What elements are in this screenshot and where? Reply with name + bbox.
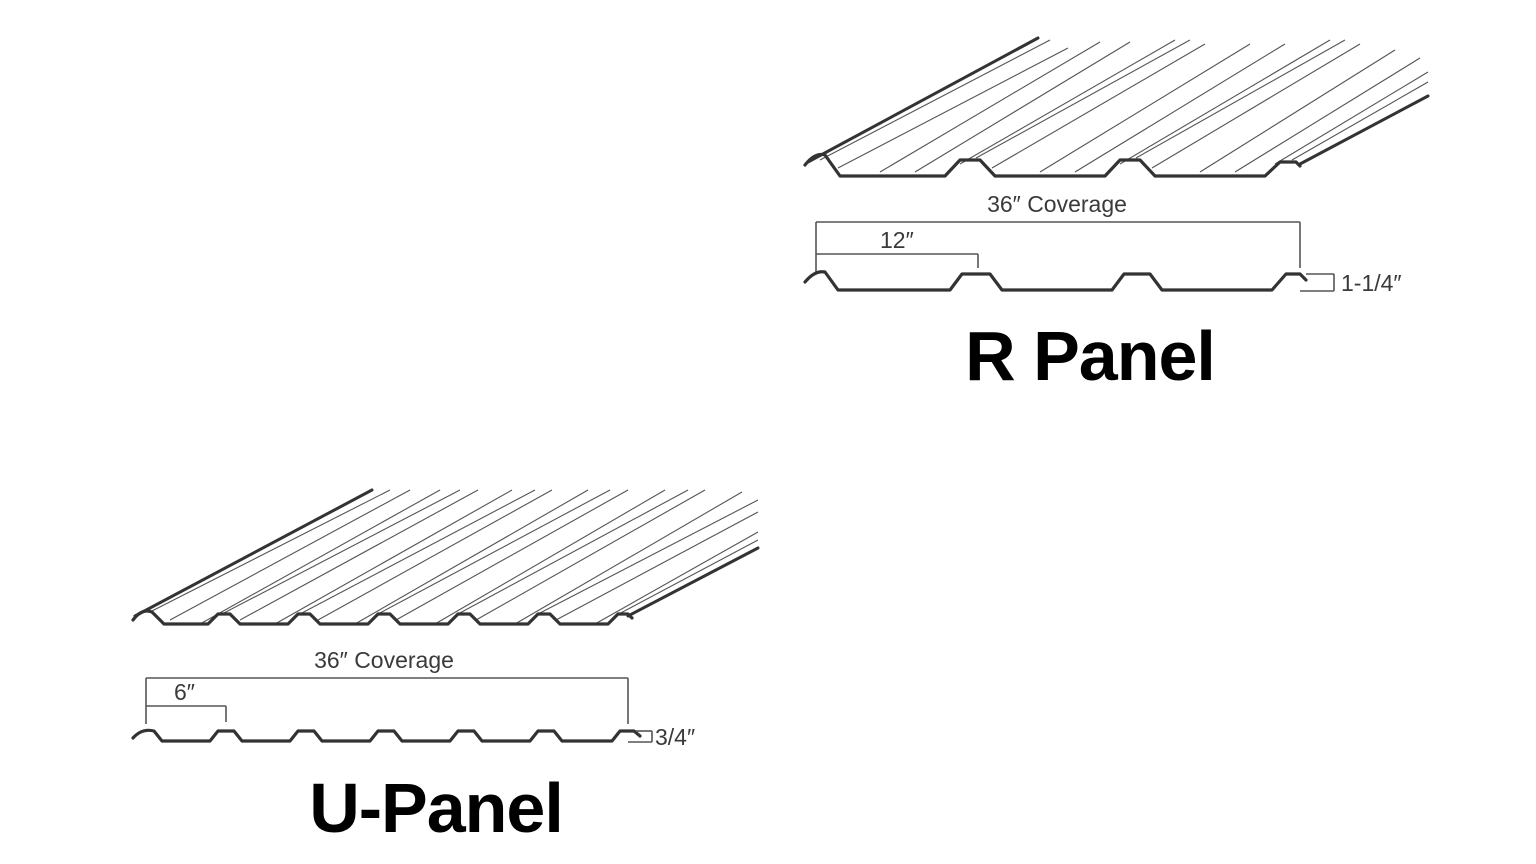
u-panel-rib-line: [614, 539, 759, 617]
r-panel-rib-height-label: 1-1/4″: [1341, 270, 1402, 296]
r-panel-rib-line: [914, 41, 1131, 173]
u-panel-rib-line: [457, 489, 689, 615]
r-panel-isometric-view: [803, 36, 1430, 178]
r-panel-rib-line: [991, 43, 1206, 169]
u-panel-rib-line: [377, 489, 611, 615]
u-panel-rib-line: [594, 531, 759, 625]
u-panel-rib-line: [395, 489, 629, 621]
r-panel-title: R Panel: [965, 317, 1215, 395]
r-panel-rib-line: [959, 39, 1176, 165]
r-panel-rib-spacing-label: 12″: [880, 227, 914, 253]
u-panel-coverage-dimension: [145, 677, 629, 724]
u-panel-rib-spacing-label: 6″: [174, 679, 195, 705]
u-panel-rib-line: [317, 489, 553, 621]
u-panel-rib-line: [475, 489, 706, 621]
u-panel-front-profile: [131, 609, 634, 626]
u-panel-rib-line: [169, 489, 411, 621]
u-panel-rib-line: [299, 489, 536, 615]
r-panel-figure: 36″ Coverage 12″ 1-1/4″ R Panel: [803, 36, 1430, 395]
r-panel-rib-line: [1199, 49, 1396, 173]
r-panel-rib-line: [1234, 57, 1421, 173]
u-panel-back-edge: [133, 488, 374, 618]
u-panel-rib-line: [434, 489, 666, 625]
u-panel-rib-height-label: 3/4″: [655, 724, 695, 750]
r-panel-rib-line: [1039, 43, 1251, 173]
r-panel-rib-spacing-dimension: [816, 253, 979, 268]
r-panel-coverage-dimension: [815, 221, 1301, 272]
r-panel-front-profile: [803, 152, 1302, 178]
u-panel-ribs: [149, 489, 759, 625]
u-panel-right-edge: [626, 546, 760, 618]
u-panel-title: U-Panel: [309, 769, 563, 847]
u-panel-rib-line: [514, 491, 743, 625]
u-panel-isometric-view: [131, 488, 760, 626]
u-panel-rib-line: [199, 489, 441, 625]
r-panel-rib-line: [975, 39, 1191, 159]
r-panel-rib-line: [1074, 43, 1286, 173]
r-panel-rib-line: [837, 47, 1069, 169]
u-panel-rib-line: [274, 489, 513, 625]
u-panel-cross-section: [131, 728, 642, 743]
u-panel-rib-line: [221, 489, 461, 615]
r-panel-back-edge: [806, 36, 1040, 164]
r-panel-rib-line: [1135, 39, 1346, 159]
r-panel-rib-line: [1274, 71, 1429, 165]
r-panel-right-edge: [1298, 94, 1430, 166]
r-panel-coverage-label: 36″ Coverage: [987, 191, 1127, 217]
r-panel-rib-line: [1119, 39, 1331, 165]
r-panel-rib-line: [879, 41, 1101, 173]
r-panel-ribs: [819, 39, 1429, 173]
r-panel-rib-line: [1151, 43, 1361, 169]
u-panel-rib-line: [239, 489, 479, 621]
u-panel-rib-line: [537, 499, 759, 615]
u-panel-figure: 36″ Coverage 6″ 3/4″ U-Panel: [131, 488, 760, 847]
u-panel-coverage-label: 36″ Coverage: [314, 647, 454, 673]
r-panel-cross-section: [803, 270, 1308, 292]
u-panel-rib-height-dimension: [628, 730, 653, 743]
u-panel-rib-spacing-dimension: [146, 705, 227, 722]
r-panel-rib-height-dimension: [1300, 273, 1335, 292]
u-panel-rib-line: [149, 489, 391, 613]
u-panel-rib-line: [354, 489, 589, 625]
u-panel-rib-line: [555, 511, 759, 621]
r-panel-rib-line: [1291, 81, 1429, 161]
r-panel-rib-line: [819, 39, 1051, 161]
